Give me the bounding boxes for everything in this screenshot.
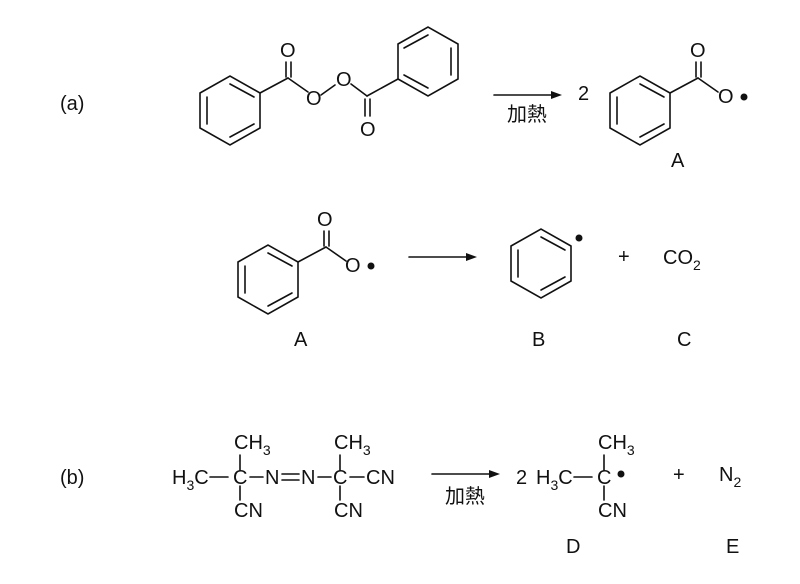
radical-dot xyxy=(740,93,748,101)
benzene-ring-left xyxy=(199,75,261,146)
cn-right: CN xyxy=(366,467,395,489)
radical-carbon: C xyxy=(597,467,611,489)
label-a-bottom: A xyxy=(294,329,308,351)
benzoyloxy-radical-reactant: O O xyxy=(237,209,375,315)
radical-dot xyxy=(575,234,583,242)
heat-condition-1: 加熱 xyxy=(507,103,547,126)
cn-product: CN xyxy=(598,500,627,522)
atom-o-carbonyl-left: O xyxy=(280,40,296,62)
cyanoisopropyl-radical: H3C C CH3 CN xyxy=(536,432,635,522)
label-d: D xyxy=(566,536,580,558)
phenyl-radical xyxy=(510,228,583,299)
atom-o-radical: O xyxy=(345,255,361,277)
label-a-top: A xyxy=(671,150,685,172)
atom-o-carbonyl-right: O xyxy=(360,119,376,141)
radical-dot xyxy=(367,262,375,270)
atom-o-radical: O xyxy=(718,86,734,108)
reaction-arrow-b xyxy=(431,470,500,478)
azo-n1: N xyxy=(265,467,279,489)
azo-n2: N xyxy=(301,467,315,489)
benzene-ring xyxy=(237,244,299,315)
atom-o-peroxide-left: O xyxy=(306,88,322,110)
quaternary-c-right: C xyxy=(333,467,347,489)
coefficient-1: 2 xyxy=(578,83,589,105)
n2-molecule: N2 xyxy=(719,464,741,490)
plus-sign-b: + xyxy=(673,464,685,486)
plus-sign-a: + xyxy=(618,246,630,268)
benzoyl-peroxide: O O O O xyxy=(199,26,459,146)
h3c-product: H3C xyxy=(536,467,573,493)
part-a-label: (a) xyxy=(60,93,84,115)
radical-dot xyxy=(617,470,625,478)
label-c: C xyxy=(677,329,691,351)
atom-o-carbonyl: O xyxy=(317,209,333,231)
reaction-arrow-1 xyxy=(493,91,562,99)
quaternary-c-left: C xyxy=(233,467,247,489)
label-b: B xyxy=(532,329,545,351)
coefficient-b: 2 xyxy=(516,467,527,489)
cn-bottom-right: CN xyxy=(334,500,363,522)
h3c-left: H3C xyxy=(172,467,209,493)
ch3-product: CH3 xyxy=(598,432,635,458)
atom-o-peroxide-right: O xyxy=(336,69,352,91)
aibn-molecule: CH3 H3C C N N C CN CN CH3 CN xyxy=(172,432,395,522)
benzoyloxy-radical-product: O O xyxy=(609,40,748,146)
benzene-ring xyxy=(609,75,671,146)
heat-condition-b: 加熱 xyxy=(445,485,485,508)
atom-o-carbonyl: O xyxy=(690,40,706,62)
label-e: E xyxy=(726,536,739,558)
reaction-arrow-2 xyxy=(408,253,477,261)
co2-subscript: 2 xyxy=(693,257,701,273)
cn-bottom-left: CN xyxy=(234,500,263,522)
ch3-left: CH3 xyxy=(234,432,271,458)
co2-main: CO xyxy=(663,247,693,269)
co2-molecule: CO2 xyxy=(663,247,701,273)
ch3-right: CH3 xyxy=(334,432,371,458)
part-b-label: (b) xyxy=(60,467,84,489)
benzene-ring-right xyxy=(397,26,459,97)
